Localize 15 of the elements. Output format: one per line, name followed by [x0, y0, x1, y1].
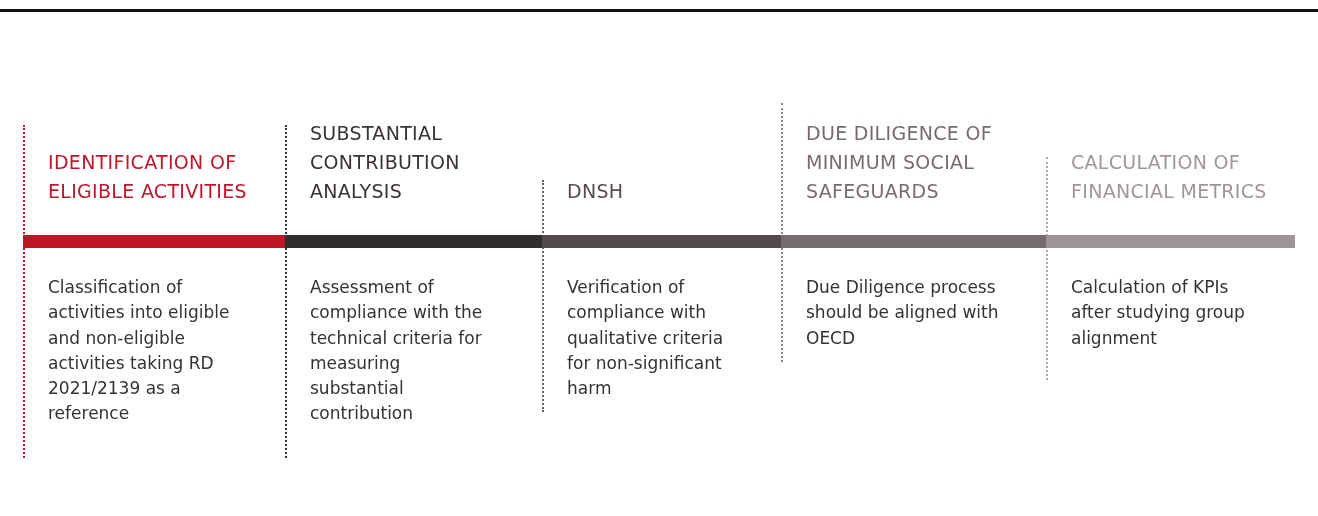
stage-description: Assessment of compliance with the technical criteria for measuring substantial contribution	[310, 276, 484, 426]
stage-column	[23, 125, 285, 458]
stage-heading: CALCULATION OF FINANCIAL METRICS	[1071, 150, 1268, 204]
stage-column	[1046, 157, 1293, 380]
stage-description: Calculation of KPIs after studying group alignment	[1071, 276, 1246, 350]
stage-column	[542, 180, 781, 412]
stage-column	[285, 125, 542, 458]
stage-heading: DNSH	[567, 179, 625, 204]
stage-description: Due Diligence process should be aligned with OECD	[806, 276, 1000, 350]
stage-heading: SUBSTANTIAL CONTRIBUTION ANALYSIS	[310, 121, 461, 204]
stage-heading: DUE DILIGENCE OF MINIMUM SOCIAL SAFEGUARDS	[806, 121, 993, 204]
stage-description: Verification of compliance with qualitative criteria for non-significant harm	[567, 276, 725, 401]
stage-heading: IDENTIFICATION OF ELIGIBLE ACTIVITIES	[48, 150, 248, 204]
stage-description: Classification of activities into eligible and non-eligible activities taking RD 2021/2139 as a reference	[48, 276, 231, 426]
stage-column	[781, 103, 1046, 362]
